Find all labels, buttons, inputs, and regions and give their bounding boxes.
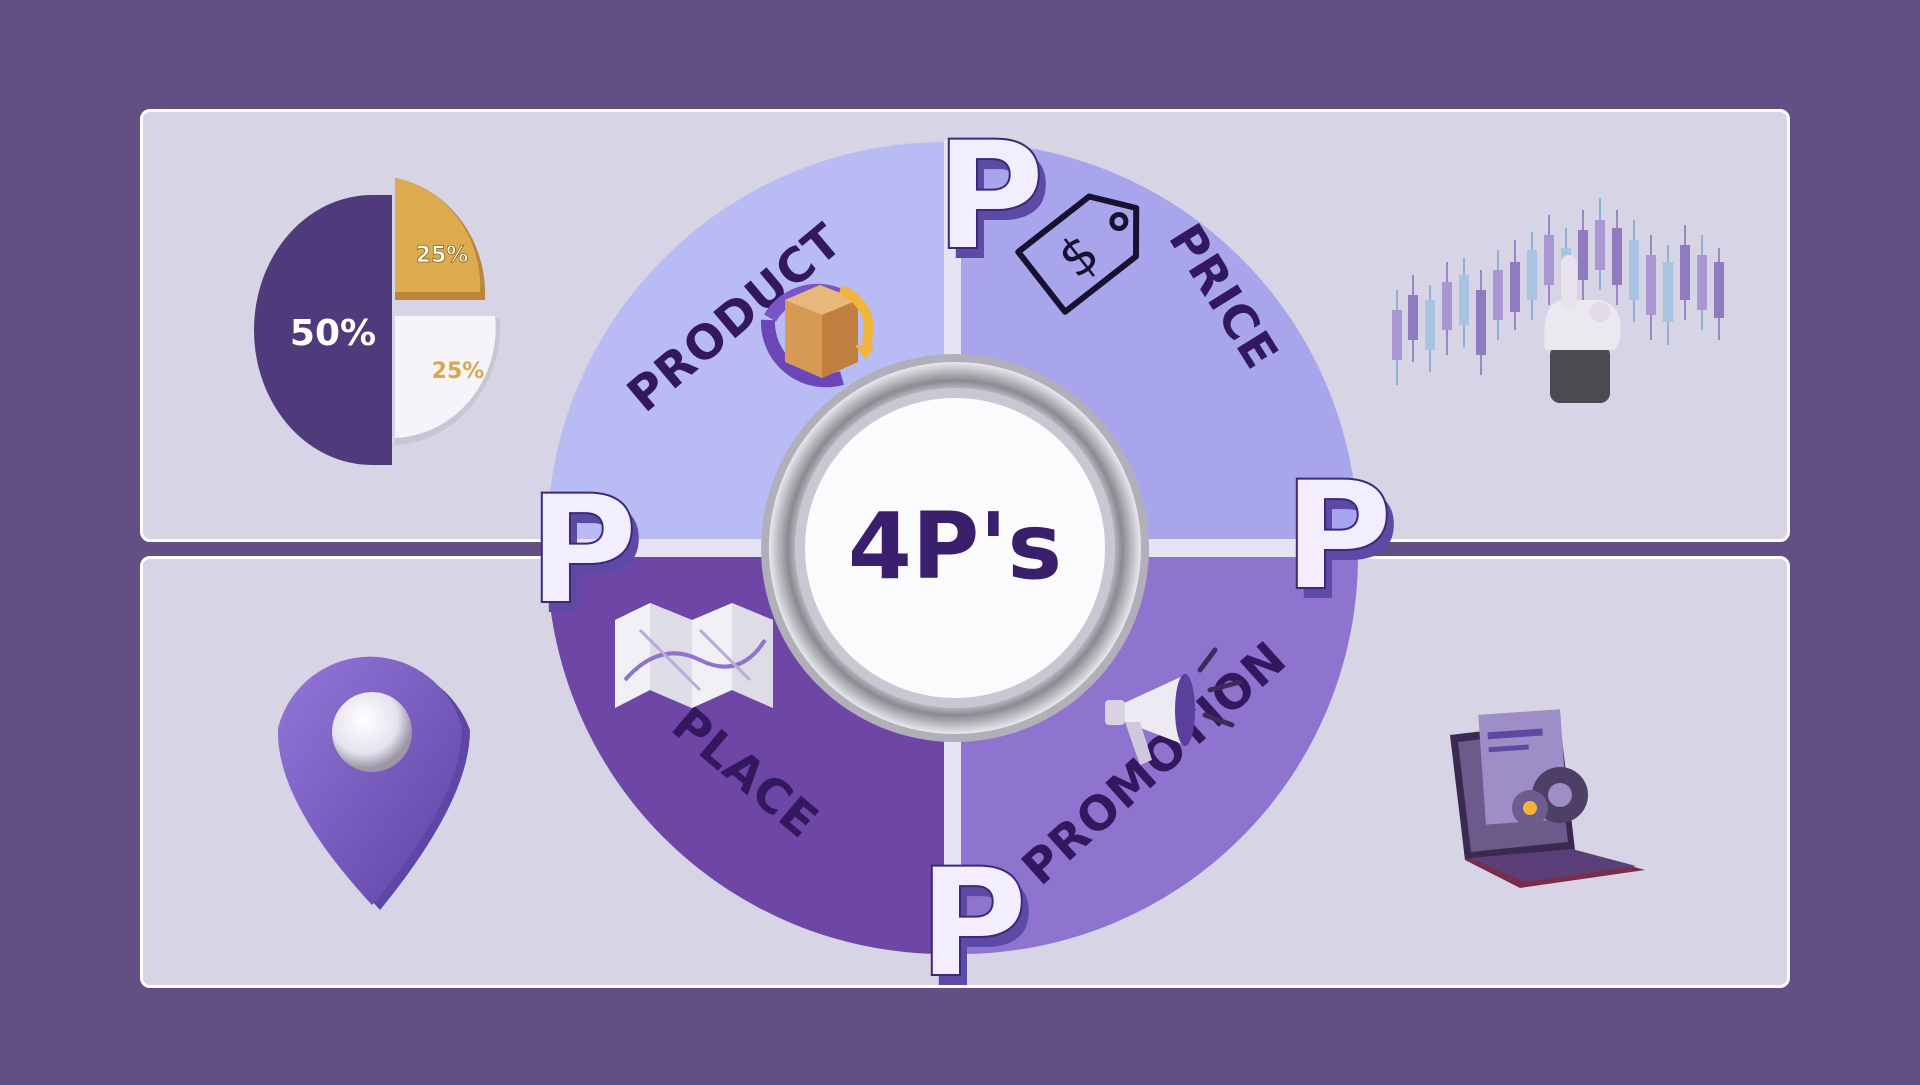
badge-right: P P	[1282, 449, 1400, 634]
laptop-gear-icon	[1450, 709, 1645, 888]
location-pin-icon	[277, 656, 470, 910]
candle-body	[1510, 262, 1520, 312]
candle-body	[1408, 295, 1418, 340]
candle-body	[1493, 270, 1503, 320]
candlestick-chart-icon	[1392, 198, 1724, 385]
candle-body	[1680, 245, 1690, 300]
pie-chart-icon: 50% 25% 25%	[254, 178, 501, 465]
badge-right-letter: P	[1283, 450, 1393, 624]
candle-body	[1392, 310, 1402, 360]
candle-body	[1476, 290, 1486, 355]
center-dial	[761, 354, 1149, 742]
badge-left: P P	[527, 463, 645, 648]
candle-body	[1646, 255, 1656, 315]
pie-label-25-gold: 25%	[416, 243, 469, 268]
svg-text:P: P	[1290, 460, 1400, 634]
folded-map-icon	[615, 603, 773, 708]
candle-body	[1425, 300, 1435, 350]
megaphone-icon	[1105, 647, 1243, 765]
center-title: 4P's	[848, 493, 1062, 600]
badge-bottom: P P	[917, 836, 1035, 1021]
candle-body	[1595, 220, 1605, 270]
svg-text:P: P	[535, 474, 645, 648]
pointing-hand-icon	[1544, 255, 1621, 403]
badge-left-letter: P	[528, 464, 638, 638]
candle-body	[1697, 255, 1707, 310]
badge-top-letter: P	[935, 110, 1045, 284]
candle-body	[1663, 262, 1673, 322]
box-rotate-icon	[760, 283, 875, 388]
pie-label-50: 50%	[290, 313, 376, 354]
candle-body	[1714, 262, 1724, 318]
svg-text:P: P	[925, 847, 1035, 1021]
candle-body	[1612, 228, 1622, 285]
badge-bottom-letter: P	[918, 837, 1028, 1011]
candle-body	[1442, 282, 1452, 330]
candle-body	[1578, 230, 1588, 280]
svg-text:P: P	[942, 120, 1052, 294]
candle-body	[1459, 275, 1469, 325]
candle-body	[1544, 235, 1554, 285]
candle-body	[1629, 240, 1639, 300]
badge-top: P P	[934, 109, 1052, 294]
candle-body	[1527, 250, 1537, 300]
pie-label-25-white: 25%	[432, 359, 485, 384]
